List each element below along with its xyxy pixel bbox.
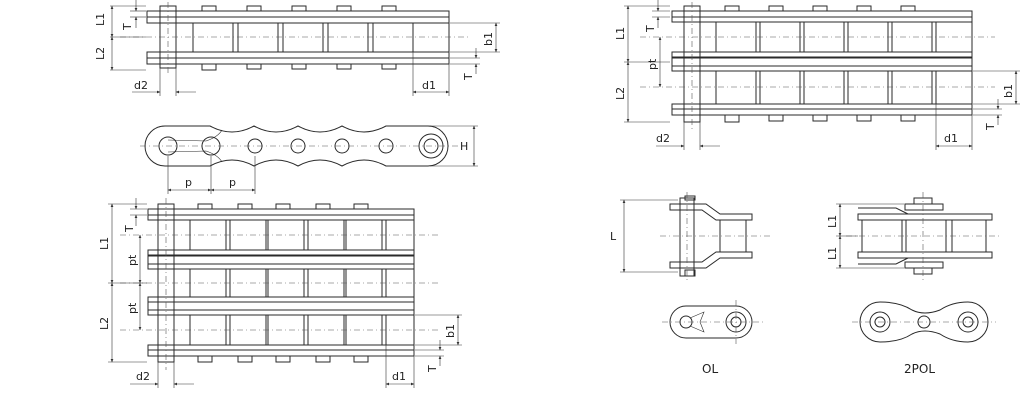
dimension-labels: L1 L2 T b1 T d1 d2 H p p L1 L2 T pt pt b… xyxy=(94,13,1015,383)
label-l2: L2 xyxy=(94,47,107,60)
offset-link-ol xyxy=(620,192,770,280)
label-b1: b1 xyxy=(1002,84,1015,98)
label-l1: L1 xyxy=(614,27,627,40)
label-d2: d2 xyxy=(136,370,150,383)
label-d1: d1 xyxy=(422,79,436,92)
label-b1: b1 xyxy=(482,32,495,46)
label-l1: L1 xyxy=(826,247,839,260)
label-t: T xyxy=(984,123,997,131)
label-d1: d1 xyxy=(944,132,958,145)
side-view-dimensions xyxy=(167,125,478,194)
label-p: p xyxy=(185,176,192,189)
chain-side-view xyxy=(140,125,460,167)
offset-link-side-view xyxy=(662,300,764,344)
label-t: T xyxy=(121,23,134,31)
duplex-chain-top-view xyxy=(640,2,995,130)
label-d2: d2 xyxy=(656,132,670,145)
label-t: T xyxy=(426,365,439,373)
label-p: p xyxy=(229,176,236,189)
triplex-chain-top-view xyxy=(120,198,440,370)
caption-ol: OL xyxy=(702,362,718,376)
label-d1: d1 xyxy=(392,370,406,383)
simplex-dimensions xyxy=(110,0,500,96)
label-l1: L1 xyxy=(94,13,107,26)
label-t: T xyxy=(644,25,657,33)
simplex-chain-top-view xyxy=(120,2,470,76)
label-d2: d2 xyxy=(134,79,148,92)
label-l1: L1 xyxy=(826,215,839,228)
label-l1: L1 xyxy=(98,237,111,250)
label-b1: b1 xyxy=(444,324,457,338)
triplex-dimensions xyxy=(108,198,462,388)
label-l2: L2 xyxy=(98,317,111,330)
label-pt: pt xyxy=(646,58,659,70)
label-pt: pt xyxy=(126,254,139,266)
label-l: L xyxy=(610,230,617,243)
label-t: T xyxy=(123,225,136,233)
label-pt: pt xyxy=(126,302,139,314)
label-t: T xyxy=(462,73,475,81)
duplex-dimensions xyxy=(624,0,1020,150)
label-l2: L2 xyxy=(614,87,627,100)
label-h: H xyxy=(460,140,468,153)
two-pitch-offset-link-2pol xyxy=(836,192,1000,280)
caption-2pol: 2POL xyxy=(904,362,935,376)
two-pitch-offset-link-side-view xyxy=(852,301,996,343)
